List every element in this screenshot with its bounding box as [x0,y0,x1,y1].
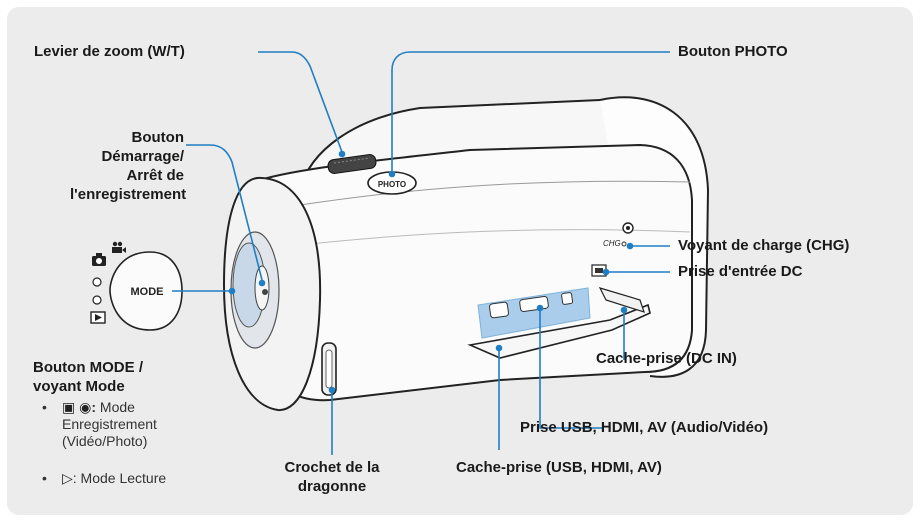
note-bullet-2: • [42,470,47,486]
label-usb-cover: Cache-prise (USB, HDMI, AV) [456,459,662,476]
mode-indicator-light-2 [92,295,102,305]
playback-icon: ▷ [62,470,73,486]
label-mode-line-1: Bouton MODE / [33,359,143,376]
leader-usb-jack [539,310,602,429]
label-dc-cover: Cache-prise (DC IN) [596,350,737,367]
mode-indicator-light-1 [92,277,102,287]
leader-lines [172,51,670,455]
note-record-line-1: Mode [99,399,135,415]
label-usb-jack: Prise USB, HDMI, AV (Audio/Vidéo) [520,419,769,436]
note-record-mode: • ▣ ◉: Mode Enregistrement (Vidéo/Photo) [42,399,157,450]
label-strap-line-1: Crochet de la [284,459,380,476]
label-strap-hook: Crochet de la dragonne [262,458,402,496]
camera-body: PHOTO CHG [222,96,710,412]
note-play-mode: • ▷: Mode Lecture [42,470,167,487]
note-record-colon: : [91,399,97,415]
note-play-text: : Mode Lecture [72,470,167,486]
label-record-line-3: Arrêt de [126,167,184,184]
label-zoom-lever: Levier de zoom (W/T) [34,43,185,60]
label-charge-indicator: Voyant de charge (CHG) [678,237,850,254]
video-camera-icon [112,241,126,253]
photo-camera-icon: ◉ [79,399,92,415]
note-record-line-3: (Vidéo/Photo) [62,433,148,449]
video-camera-icon: ▣ [62,399,76,415]
leader-zoom [258,51,343,153]
mode-dial-text: MODE [131,286,164,298]
label-mode-button: Bouton MODE / voyant Mode [33,358,143,396]
photo-button-text: PHOTO [378,180,406,189]
label-strap-line-2: dragonne [297,478,367,495]
label-record-line-2: Démarrage/ [101,148,184,165]
label-mode-line-2: voyant Mode [33,378,125,395]
leader-record [186,144,263,281]
chg-label-on-device: CHG [603,239,621,248]
leader-photo [391,51,670,172]
mode-dial-inset: MODE [90,241,183,331]
label-record-line-4: l'enregistrement [70,186,187,203]
label-record-line-1: Bouton [131,129,184,146]
playback-icon [90,311,106,324]
note-record-line-2: Enregistrement [62,416,157,432]
label-dc-input: Prise d'entrée DC [678,263,803,280]
note-bullet-1: • [42,399,47,415]
label-record-button: Bouton Démarrage/ Arrêt de l'enregistrem… [70,128,187,204]
photo-camera-icon [92,253,106,266]
label-photo-button: Bouton PHOTO [678,43,788,60]
